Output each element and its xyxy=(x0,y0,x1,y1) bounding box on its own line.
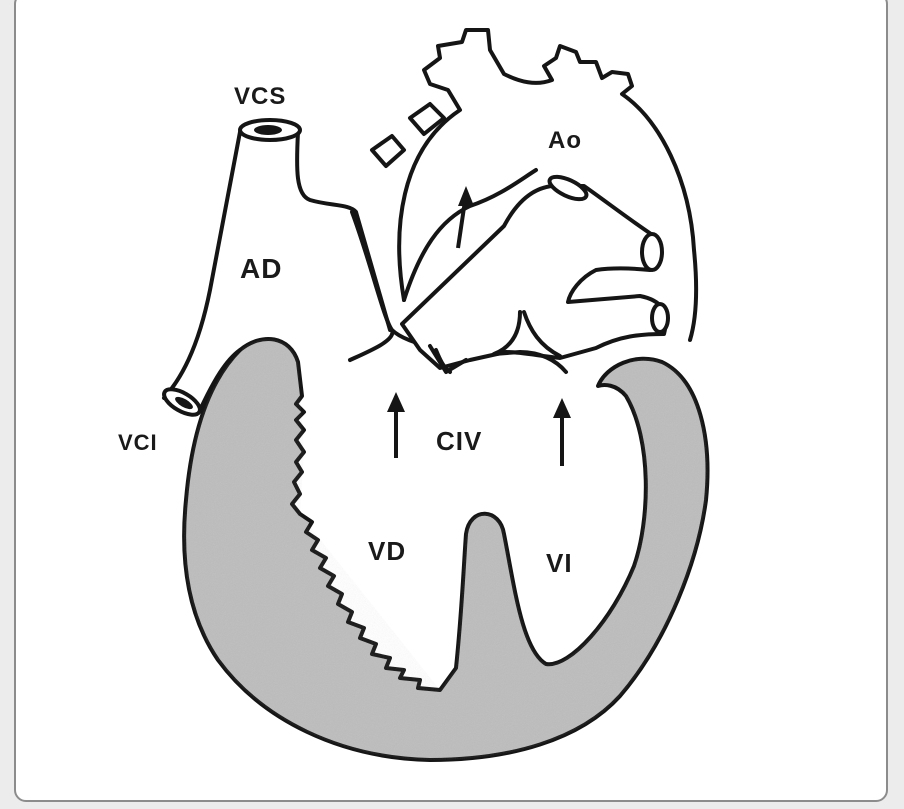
label-civ: CIV xyxy=(436,426,482,456)
label-vcs: VCS xyxy=(234,83,286,110)
flow-arrow-aorta xyxy=(458,186,474,248)
label-ao: Ao xyxy=(548,127,582,154)
vcs-opening-inner xyxy=(254,125,282,135)
label-vci: VCI xyxy=(118,430,158,455)
label-ad: AD xyxy=(240,253,282,284)
label-vd: VD xyxy=(368,536,406,566)
flow-arrow-right-ventricle xyxy=(387,392,405,458)
pulmonary-branch-right-opening xyxy=(642,234,662,270)
label-vi: VI xyxy=(546,548,573,578)
flow-arrow-left-ventricle xyxy=(553,398,571,466)
pulmonary-trunk xyxy=(402,186,666,368)
pulmonary-branch-left-opening xyxy=(652,304,668,332)
